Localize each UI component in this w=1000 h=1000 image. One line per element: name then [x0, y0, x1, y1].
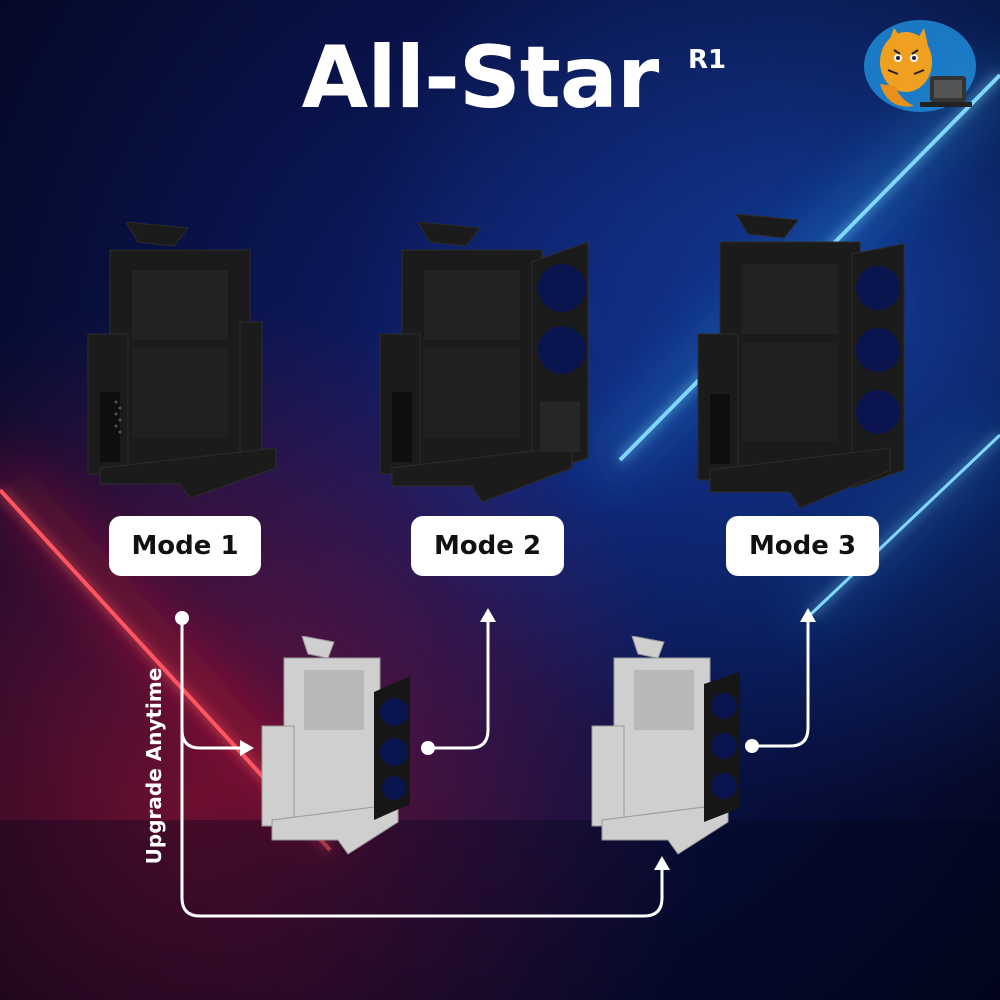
case-mode-2 — [379, 222, 589, 503]
mode-3-label: Mode 3 — [726, 516, 879, 576]
page-title: All-Star — [301, 28, 660, 128]
upgrade-kit-mode-3 — [591, 636, 740, 855]
case-mode-1 — [87, 222, 277, 499]
mode-2-label: Mode 2 — [411, 516, 564, 576]
tiger-mascot-logo — [864, 20, 976, 112]
title-revision-badge: R1 — [688, 45, 727, 75]
mode-1-label: Mode 1 — [109, 516, 261, 576]
upgrade-anytime-label: Upgrade Anytime — [142, 667, 166, 865]
case-mode-3 — [697, 214, 905, 509]
upgrade-kit-mode-2 — [261, 636, 410, 855]
